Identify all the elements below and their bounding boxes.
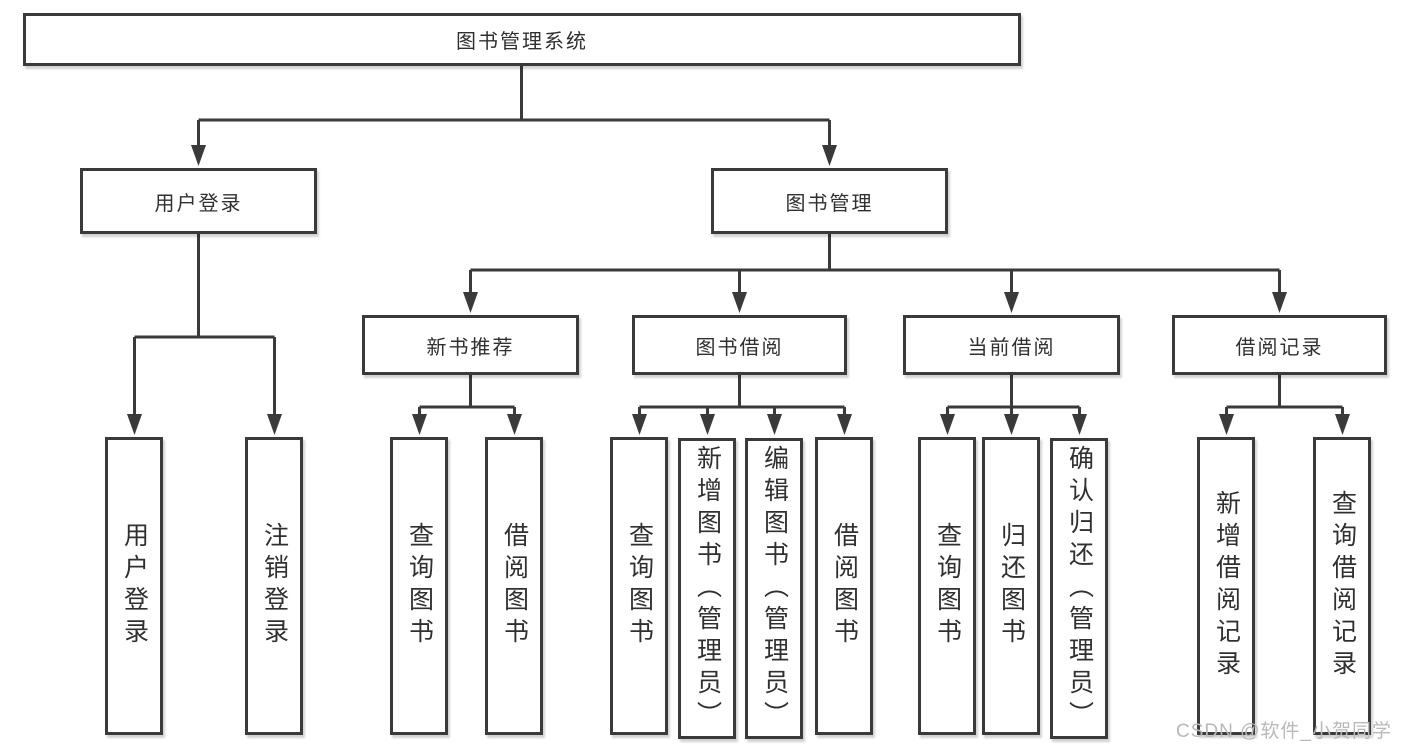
node-label: 新增图书（管理员） [693,444,722,733]
arrowhead [767,414,782,435]
node-leaf-confirm-return-admin: 确认归还（管理员） [1050,438,1108,739]
arrowhead [127,414,142,435]
arrowhead [822,145,837,166]
node-label: 注销登录 [260,522,289,650]
arrowhead [632,414,647,435]
node-leaf-user-login: 用户登录 [105,437,163,735]
node-label: 新书推荐 [426,336,515,359]
arrowhead [1272,292,1287,313]
node-label: 用户登录 [154,192,243,215]
node-label: 新增借阅记录 [1212,490,1241,682]
node-current-borrow: 当前借阅 [903,315,1120,375]
node-label: 借阅图书 [500,522,529,650]
arrowhead [1004,414,1019,435]
node-label: 编辑图书（管理员） [760,444,789,733]
node-label: 查询图书 [933,522,962,650]
node-leaf-borrow-books-1: 借阅图书 [485,437,543,735]
arrowhead [1219,414,1234,435]
node-leaf-query-books-2: 查询图书 [610,437,668,735]
connector-borrow-records-to-leaves [1219,375,1350,435]
node-leaf-logout: 注销登录 [245,437,303,735]
node-label: 归还图书 [997,522,1026,650]
connector-root-to-level2 [191,66,837,166]
node-book-management: 图书管理 [711,168,948,234]
node-label: 确认归还（管理员） [1065,444,1094,733]
node-label: 图书借阅 [695,336,784,359]
arrowhead [507,414,522,435]
node-label: 图书管理系统 [456,31,588,53]
node-leaf-add-borrow-record: 新增借阅记录 [1197,437,1255,735]
arrowhead [191,145,206,166]
arrowhead [1004,292,1019,313]
arrowhead [1072,414,1087,435]
node-leaf-query-borrow-record: 查询借阅记录 [1313,437,1371,735]
node-leaf-borrow-books-2: 借阅图书 [815,437,873,735]
node-label: 查询借阅记录 [1328,490,1357,682]
node-label: 图书管理 [785,192,874,215]
node-leaf-query-books-3: 查询图书 [918,437,976,735]
arrowhead [412,414,427,435]
node-label: 用户登录 [120,522,149,650]
arrowhead [1335,414,1350,435]
node-label: 借阅记录 [1235,336,1324,359]
node-new-book-recommend: 新书推荐 [362,315,579,375]
node-label: 查询图书 [625,522,654,650]
arrowhead [732,292,747,313]
node-user-login: 用户登录 [80,168,317,234]
node-leaf-query-books-1: 查询图书 [390,437,448,735]
node-leaf-return-books: 归还图书 [982,437,1040,735]
arrowhead [700,414,715,435]
connector-new-book-to-leaves [412,375,522,435]
connector-book-borrow-to-leaves [632,375,852,435]
connector-current-borrow-to-leaves [940,375,1087,435]
node-book-borrow: 图书借阅 [632,315,847,375]
node-borrow-records: 借阅记录 [1172,315,1387,375]
node-label: 借阅图书 [830,522,859,650]
arrowhead [463,292,478,313]
node-label: 当前借阅 [967,336,1056,359]
arrowhead [837,414,852,435]
node-label: 查询图书 [405,522,434,650]
arrowhead [940,414,955,435]
node-leaf-edit-books-admin: 编辑图书（管理员） [745,438,803,739]
arrowhead [267,414,282,435]
node-leaf-add-books-admin: 新增图书（管理员） [678,438,736,739]
node-root-library-system: 图书管理系统 [23,13,1021,66]
connector-user-login-to-leaves [127,234,282,435]
connector-book-mgmt-to-level3 [463,234,1287,313]
